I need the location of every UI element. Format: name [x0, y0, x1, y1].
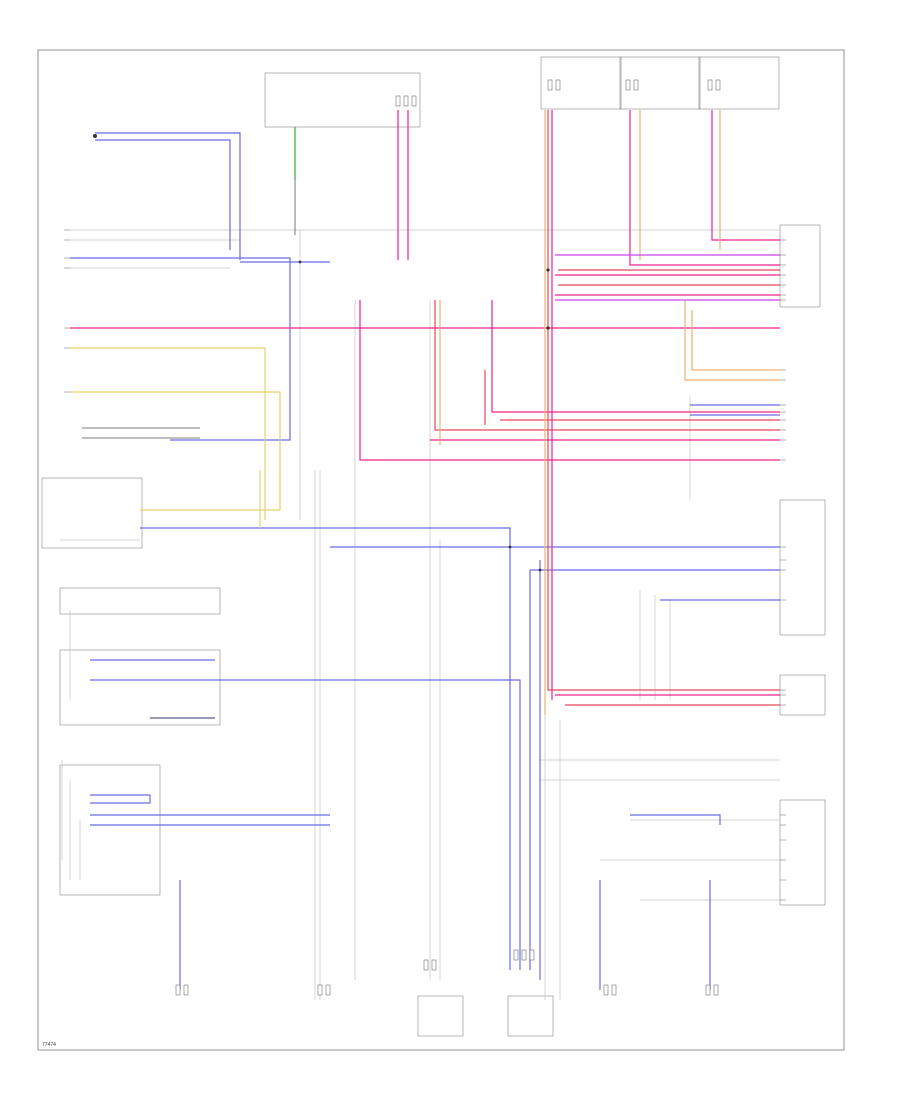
blue-wire-mid-4 — [90, 679, 521, 970]
orange-wire-2 — [684, 300, 780, 381]
splice-dots — [93, 134, 550, 572]
orange-wires — [439, 110, 780, 715]
terminal-markers — [64, 229, 786, 901]
orange-wire-3 — [691, 310, 780, 371]
blue-wire-ground-top-2 — [95, 139, 231, 250]
bottom-box-2 — [507, 995, 554, 1037]
right-connector-4 — [779, 799, 826, 906]
diagram-border — [37, 49, 845, 1051]
violet-wires — [555, 254, 780, 301]
component-boxes — [41, 56, 826, 1037]
blue-wire-right-3 — [630, 814, 721, 825]
blue-wire-ground-top — [95, 132, 241, 260]
blue-wire-left-bus — [70, 257, 291, 441]
red-wire-1 — [547, 110, 780, 691]
blue-wire-bottom-1 — [90, 794, 151, 804]
top-module-2 — [619, 56, 701, 110]
black-wires — [82, 180, 296, 719]
connector-pins — [175, 79, 721, 996]
gray-wires — [60, 229, 780, 1000]
left-module-c — [59, 649, 221, 726]
pink-wire-vert-2 — [491, 300, 780, 413]
yellow-wire-2 — [70, 391, 281, 511]
top-module-3 — [698, 56, 780, 110]
pink-wire-top-2 — [629, 110, 780, 266]
right-connector-1 — [779, 224, 821, 308]
right-connector-2 — [779, 499, 826, 636]
blue-wire-mid-1 — [140, 527, 511, 970]
left-module-b — [59, 587, 221, 615]
red-wires — [434, 110, 780, 706]
red-wire-5 — [434, 300, 780, 431]
left-module-d — [59, 764, 161, 896]
right-connector-3 — [779, 674, 826, 716]
bottom-box-1 — [417, 995, 464, 1037]
top-module-1 — [540, 56, 622, 110]
pink-wire-vert-1 — [359, 300, 780, 461]
left-module-a — [41, 477, 143, 549]
blue-wires — [70, 132, 780, 990]
pink-wire-top-3 — [711, 110, 780, 241]
figure-id: 77474 — [42, 1042, 56, 1048]
pink-wires — [70, 110, 780, 700]
yellow-wire-1 — [70, 347, 266, 520]
yellow-wires — [70, 347, 281, 528]
fuse-box-top — [264, 72, 421, 128]
